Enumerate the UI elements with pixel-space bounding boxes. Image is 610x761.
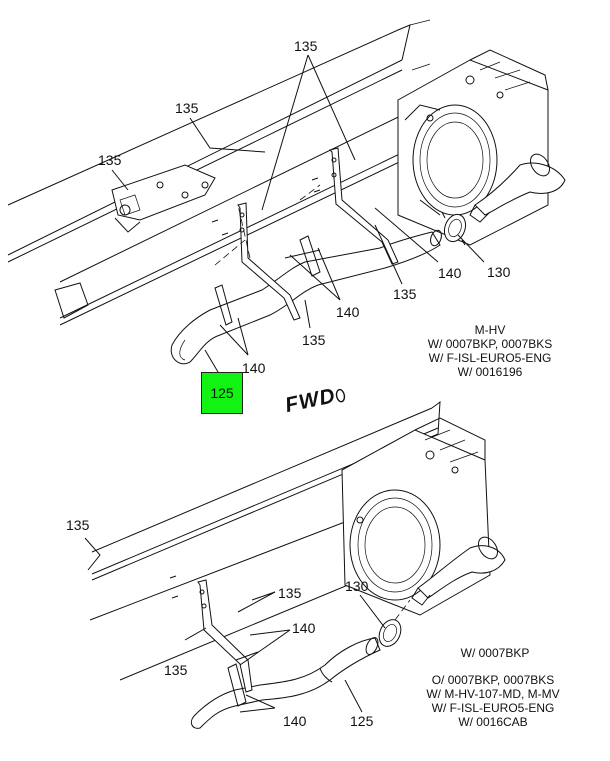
top-assembly (7, 19, 566, 373)
callout-140-top-left: 140 (242, 360, 266, 376)
callout-130-top: 130 (487, 264, 511, 280)
top-aftertreatment-canister (397, 49, 566, 246)
note-line: W/ 0016196 (457, 365, 523, 379)
bottom-bracket (169, 575, 253, 693)
bottom-applicability-note-1: W/ 0007BKP (450, 646, 540, 660)
bottom-clamp-130 (378, 599, 411, 647)
bottom-applicability-note-2: O/ 0007BKP, 0007BKS W/ M-HV-107-MD, M-MV… (418, 673, 568, 729)
note-line: W/ 0007BKP, 0007BKS (427, 337, 553, 351)
callout-135-top-center: 135 (302, 332, 326, 348)
bottom-aftertreatment-canister (341, 417, 506, 616)
bottom-straps (227, 651, 259, 707)
top-applicability-note: M-HV W/ 0007BKP, 0007BKS W/ F-ISL-EURO5-… (420, 323, 560, 379)
top-frame-rail (7, 19, 471, 326)
note-line: W/ F-ISL-EURO5-ENG (428, 351, 552, 365)
callout-130-bottom: 130 (345, 578, 369, 594)
callout-135-bottom-right: 135 (278, 585, 302, 601)
note-line: M-HV (474, 323, 506, 337)
top-brackets (211, 147, 399, 321)
bottom-leader-lines (84, 537, 386, 713)
top-exhaust-pipe (170, 229, 442, 365)
note-line: W/ M-HV-107-MD, M-MV (426, 687, 560, 701)
bottom-exhaust-pipe (190, 637, 381, 729)
top-leader-lines (111, 54, 485, 373)
callout-135-bottom-left: 135 (164, 662, 188, 678)
callout-135-top-rail: 135 (175, 100, 199, 116)
bottom-assembly (84, 400, 506, 729)
note-line: O/ 0007BKP, 0007BKS (431, 673, 555, 687)
callout-140-bottom-lower: 140 (283, 713, 307, 729)
callout-135-bottom-rail: 135 (66, 517, 90, 533)
top-clamp-130 (441, 211, 467, 246)
top-left-crossmember-bracket (111, 164, 216, 233)
callout-135-top-right: 135 (393, 286, 417, 302)
note-line: W/ 0007BKP (460, 646, 530, 660)
note-line: W/ 0016CAB (458, 715, 528, 729)
callout-140-top-right: 140 (438, 265, 462, 281)
callout-140-bottom-upper: 140 (292, 620, 316, 636)
note-line: W/ F-ISL-EURO5-ENG (431, 701, 555, 715)
callout-125-bottom: 125 (350, 713, 374, 729)
callout-135-top-apex: 135 (294, 38, 318, 54)
callout-135-top-crossmember: 135 (98, 152, 122, 168)
callout-140-top-center: 140 (336, 304, 360, 320)
callout-125-highlighted[interactable]: 125 (201, 372, 243, 414)
top-straps (214, 235, 321, 326)
